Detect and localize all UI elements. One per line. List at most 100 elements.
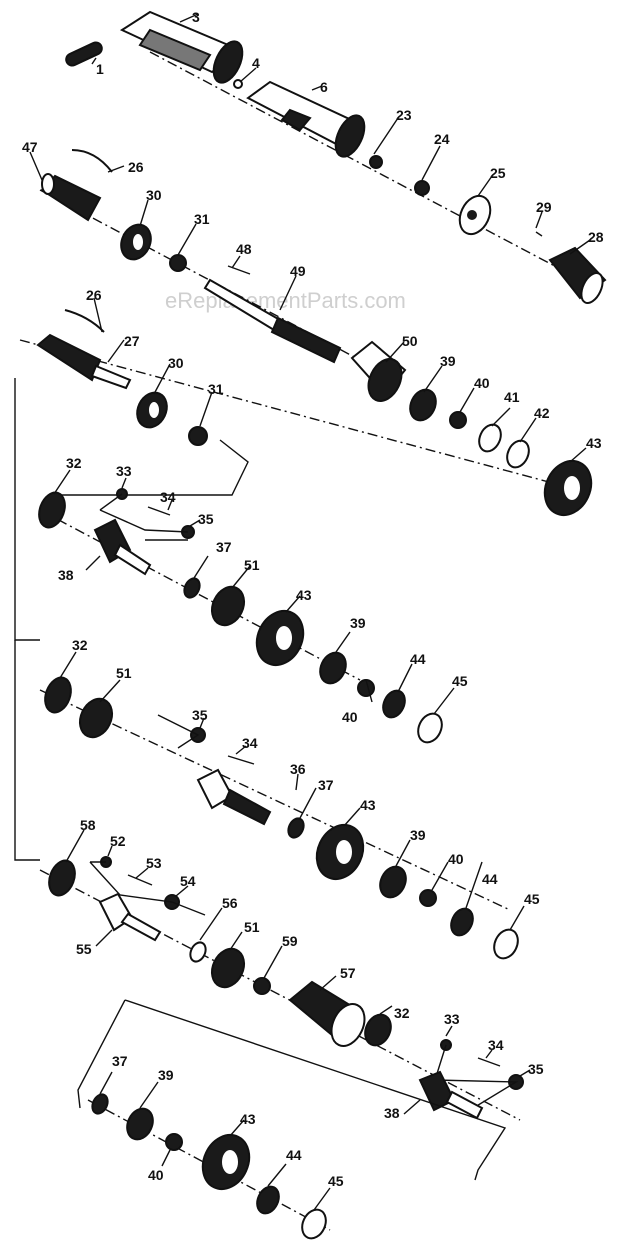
- part-45a: [417, 712, 443, 744]
- label-49: 49: [290, 263, 306, 279]
- label-39b: 39: [350, 615, 366, 631]
- part-41-ring: [478, 423, 502, 453]
- label-40d: 40: [148, 1167, 164, 1183]
- part-37c: [91, 1093, 109, 1115]
- part-37a: [183, 577, 201, 599]
- part-43b-ring-gear: [255, 609, 305, 667]
- part-32b-carrier: [44, 676, 72, 714]
- label-37c: 37: [112, 1053, 128, 1069]
- part-45c: [301, 1208, 327, 1240]
- label-25: 25: [490, 165, 506, 181]
- part-44b: [450, 907, 474, 937]
- label-45b: 45: [524, 891, 540, 907]
- part-39c: [379, 865, 407, 899]
- part-53: [127, 874, 153, 886]
- label-26a: 26: [128, 159, 144, 175]
- label-51a: 51: [244, 557, 260, 573]
- label-50: 50: [402, 333, 418, 349]
- label-43a: 43: [586, 435, 602, 451]
- label-24: 24: [434, 131, 450, 147]
- part-27-rotor: [36, 333, 132, 390]
- label-44c: 44: [286, 1147, 302, 1163]
- label-51b: 51: [116, 665, 132, 681]
- label-47: 47: [22, 139, 38, 155]
- label-34a: 34: [160, 489, 176, 505]
- label-34b: 34: [242, 735, 258, 751]
- part-labels: 1 3 4 6 23 24 25 47 26 30 31 48 49 29 28…: [22, 9, 604, 1189]
- label-30a: 30: [146, 187, 162, 203]
- part-28-cap: [548, 246, 607, 304]
- label-34c: 34: [488, 1037, 504, 1053]
- part-32c: [364, 1013, 392, 1047]
- label-31a: 31: [194, 211, 210, 227]
- label-56: 56: [222, 895, 238, 911]
- part-3-housing: [119, 10, 244, 84]
- part-39b: [319, 651, 347, 685]
- label-27: 27: [124, 333, 140, 349]
- part-56: [189, 941, 207, 963]
- part-31-washer: [169, 254, 187, 272]
- part-57-housing: [288, 980, 366, 1047]
- part-43d-ring-gear: [201, 1133, 251, 1191]
- label-43c: 43: [360, 797, 376, 813]
- part-34a: [147, 506, 171, 516]
- label-42: 42: [534, 405, 550, 421]
- part-51b: [78, 697, 114, 739]
- part-30-bearing: [120, 223, 152, 261]
- part-44a: [382, 689, 406, 719]
- label-33b: 33: [444, 1011, 460, 1027]
- label-38b: 38: [384, 1105, 400, 1121]
- label-3: 3: [192, 9, 200, 25]
- part-47-cylinder: [40, 173, 102, 222]
- label-58: 58: [80, 817, 96, 833]
- part-31b-washer: [188, 426, 208, 446]
- label-35a: 35: [198, 511, 214, 527]
- watermark: eReplacementParts.com: [165, 288, 406, 313]
- label-40c: 40: [448, 851, 464, 867]
- part-39a: [409, 388, 437, 422]
- part-23: [369, 155, 383, 169]
- label-45c: 45: [328, 1173, 344, 1189]
- label-30b: 30: [168, 355, 184, 371]
- part-49-shaft: [203, 278, 342, 364]
- label-28: 28: [588, 229, 604, 245]
- part-43a-ring-gear: [543, 459, 593, 517]
- part-26-blade: [71, 149, 113, 173]
- label-40a: 40: [474, 375, 490, 391]
- label-44b: 44: [482, 871, 498, 887]
- label-59: 59: [282, 933, 298, 949]
- label-57: 57: [340, 965, 356, 981]
- label-39a: 39: [440, 353, 456, 369]
- label-39c: 39: [410, 827, 426, 843]
- label-31b: 31: [208, 381, 224, 397]
- part-29: [535, 231, 543, 237]
- label-53: 53: [146, 855, 162, 871]
- label-4: 4: [252, 55, 260, 71]
- label-38a: 38: [58, 567, 74, 583]
- label-43d: 43: [240, 1111, 256, 1127]
- label-32b: 32: [72, 637, 88, 653]
- label-45a: 45: [452, 673, 468, 689]
- label-39d: 39: [158, 1067, 174, 1083]
- part-40d: [165, 1133, 183, 1151]
- label-44a: 44: [410, 651, 426, 667]
- part-34c: [477, 1057, 501, 1067]
- label-1: 1: [96, 61, 104, 77]
- label-36: 36: [290, 761, 306, 777]
- part-25-plate: [458, 194, 492, 236]
- part-36-spindle: [196, 768, 272, 826]
- label-55: 55: [76, 941, 92, 957]
- part-34b: [227, 755, 255, 765]
- part-51a: [210, 585, 246, 627]
- part-48-key: [227, 265, 251, 275]
- part-32a-carrier: [38, 491, 66, 529]
- part-42-ring: [506, 439, 530, 469]
- part-43c-ring-gear: [315, 823, 365, 881]
- label-43b: 43: [296, 587, 312, 603]
- label-41: 41: [504, 389, 520, 405]
- part-39d: [126, 1107, 154, 1141]
- part-59: [253, 977, 271, 995]
- part-24: [414, 180, 430, 196]
- part-40c: [419, 889, 437, 907]
